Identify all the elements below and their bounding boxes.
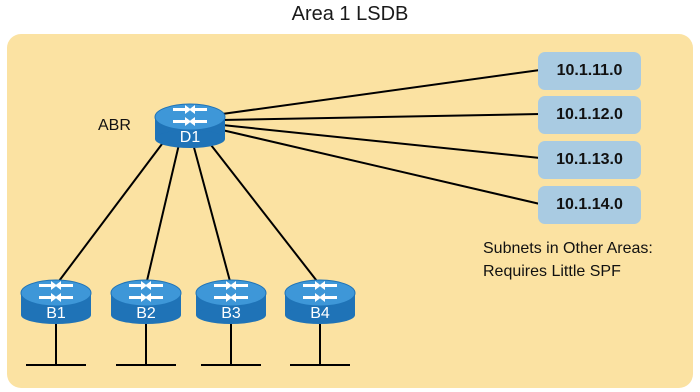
router-label-b4: B4 (310, 305, 330, 322)
link-d1-b3 (191, 139, 232, 286)
router-label-b2: B2 (136, 305, 156, 322)
lan-b4 (290, 320, 350, 366)
note-line-1: Subnets in Other Areas: (483, 240, 653, 257)
link-d1-b1 (55, 135, 169, 286)
diagram-title: Area 1 LSDB (291, 3, 409, 25)
link-d1-subnet-1 (221, 69, 541, 115)
link-d1-b4 (203, 135, 321, 286)
router-b4: B4 (284, 279, 356, 324)
link-d1-b2 (145, 139, 181, 286)
subnet-box-2: 10.1.12.0 (538, 96, 641, 134)
router-label-d1: D1 (180, 129, 201, 146)
router-label-b3: B3 (221, 305, 241, 322)
lan-b2 (116, 320, 176, 366)
router-b2: B2 (110, 279, 182, 324)
router-b1: B1 (20, 279, 92, 324)
link-d1-subnet-2 (221, 113, 541, 121)
subnet-box-3: 10.1.13.0 (538, 141, 641, 179)
abr-label: ABR (98, 117, 131, 134)
lan-b3 (201, 320, 261, 366)
link-d1-subnet-4 (221, 129, 541, 205)
router-icon (110, 279, 182, 324)
router-icon (154, 103, 226, 148)
router-icon (195, 279, 267, 324)
other-areas-note: Subnets in Other Areas: Requires Little … (483, 237, 653, 283)
router-label-b1: B1 (46, 305, 66, 322)
router-icon (20, 279, 92, 324)
subnet-box-4: 10.1.14.0 (538, 186, 641, 224)
link-d1-subnet-3 (221, 124, 541, 159)
router-icon (284, 279, 356, 324)
router-b3: B3 (195, 279, 267, 324)
note-line-2: Requires Little SPF (483, 263, 621, 280)
lan-b1 (26, 320, 86, 366)
subnet-box-1: 10.1.11.0 (538, 52, 641, 90)
router-d1: D1 (154, 103, 226, 148)
